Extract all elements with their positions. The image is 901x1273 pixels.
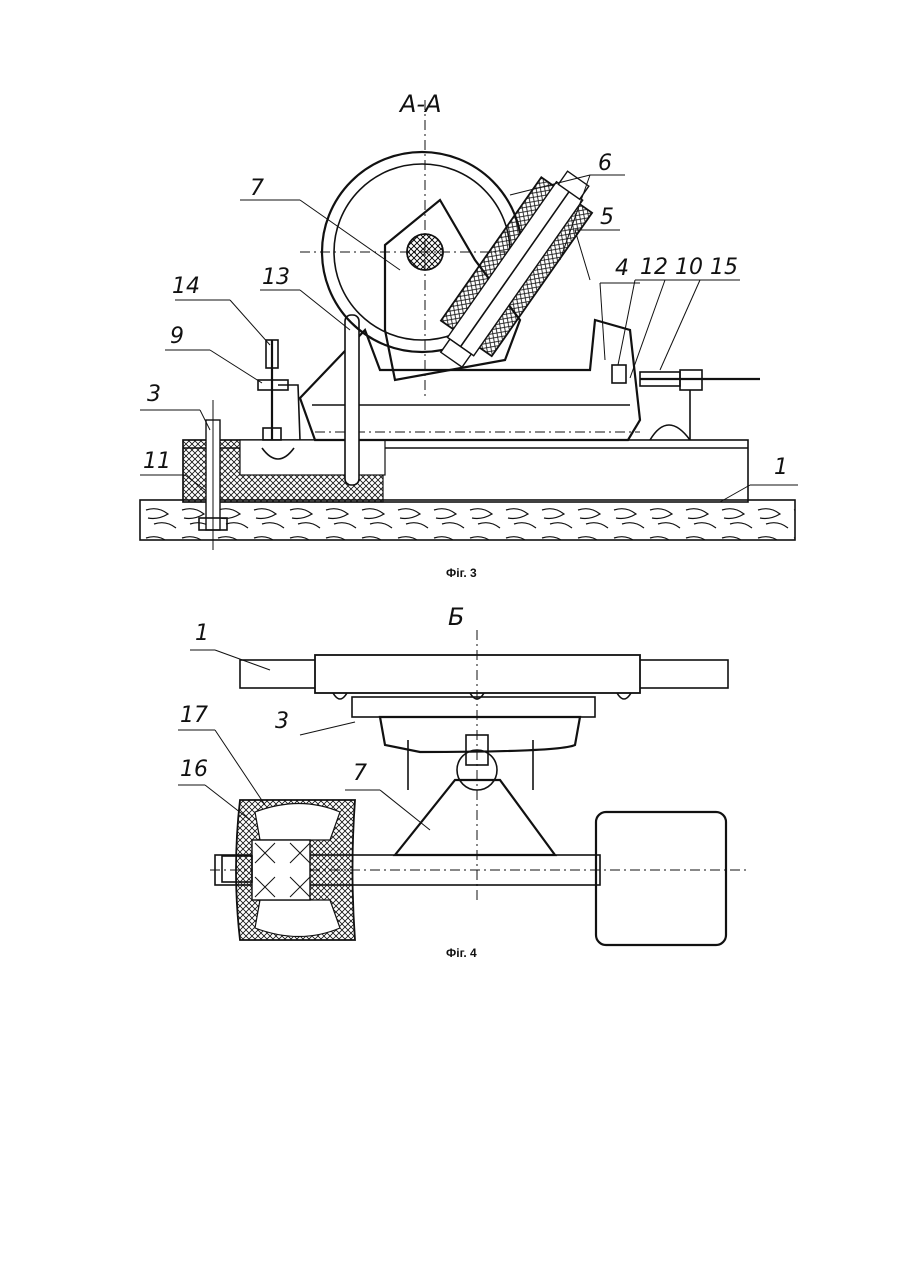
label-14: 14 (172, 274, 200, 299)
label-7: 7 (353, 761, 367, 786)
label-6: 6 (598, 151, 612, 176)
label-1: 1 (774, 455, 788, 480)
label-11: 11 (143, 449, 171, 474)
section-label: A-A (398, 90, 442, 118)
label-5: 5 (600, 205, 614, 230)
figure-4: Б 1 3 7 17 16 Фіг. 4 (178, 603, 750, 960)
label-9: 9 (170, 324, 184, 349)
figure-3: A-A 1 3 4 5 6 7 9 10 11 12 13 14 15 Фіг.… (140, 90, 798, 580)
label-17: 17 (180, 703, 208, 728)
label-3: 3 (275, 709, 289, 734)
wheel-right (596, 812, 726, 945)
label-12: 12 (640, 255, 668, 280)
label-15: 15 (710, 255, 738, 280)
label-1: 1 (195, 621, 209, 646)
label-4: 4 (615, 256, 629, 281)
figure-3-caption: Фіг. 3 (446, 566, 477, 580)
wooden-base (140, 500, 795, 540)
hanger-7 (395, 780, 555, 855)
label-16: 16 (180, 757, 208, 782)
figure-4-caption: Фіг. 4 (446, 946, 477, 960)
label-13: 13 (262, 265, 290, 290)
view-label: Б (448, 603, 464, 631)
base-plate (352, 697, 595, 717)
label-10: 10 (675, 255, 703, 280)
label-7: 7 (250, 176, 264, 201)
pin-13 (345, 315, 359, 485)
label-3: 3 (147, 382, 161, 407)
